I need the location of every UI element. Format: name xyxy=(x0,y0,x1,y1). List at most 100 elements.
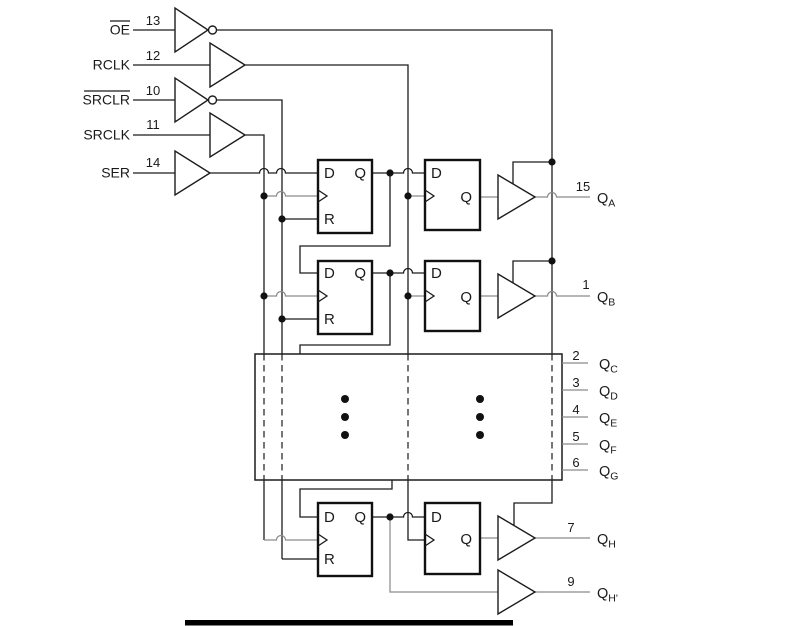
clock-chevron-icon xyxy=(424,289,436,303)
output-label-qb: QB xyxy=(597,290,615,309)
storage-ff-b: D Q xyxy=(423,259,482,333)
wire-ff8-q-to-latch8 xyxy=(372,511,425,518)
ff-d-label: D xyxy=(324,165,335,182)
ff-d-label: D xyxy=(431,509,442,526)
ellipsis-dots-right xyxy=(476,395,484,439)
pin-number-13: 13 xyxy=(146,13,160,28)
rclk-buffer-icon xyxy=(209,41,247,89)
input-label-oe: OE xyxy=(110,22,130,38)
shift-ff-h: D Q R xyxy=(316,501,374,578)
pin-number-1: 1 xyxy=(582,277,589,292)
input-label-rclk: RCLK xyxy=(93,57,131,73)
storage-ff-h-box xyxy=(423,501,482,576)
repeated-stages-box xyxy=(254,353,563,481)
wire-oe-enable-a xyxy=(512,161,552,185)
storage-ff-a-box xyxy=(423,158,482,232)
wire-rclk-rail xyxy=(245,64,409,354)
output-label-qc: QC xyxy=(599,357,618,376)
output-label-qh-prime: QH' xyxy=(597,586,618,605)
wire-output-qb xyxy=(535,290,590,297)
input-labels: OE RCLK SRCLR SRCLK SER 13 12 10 11 14 xyxy=(83,13,161,181)
srclk-buffer-icon xyxy=(209,111,247,159)
pin-number-7: 7 xyxy=(567,520,574,535)
clock-chevron-icon xyxy=(317,533,329,547)
repeated-stages xyxy=(254,353,588,518)
output-labels: 15 QA 1 QB 2 QC 3 QD 4 QE 5 QF 6 QG 7 QH… xyxy=(567,179,618,605)
wire-srclk-ff8-clock xyxy=(264,534,318,541)
shift-ff-h-box xyxy=(316,501,374,578)
pin-number-5: 5 xyxy=(572,429,579,444)
shift-ff-b: D Q R xyxy=(316,259,374,336)
ff-r-label: R xyxy=(324,211,335,228)
pin-number-14: 14 xyxy=(146,155,160,170)
output-label-qe: QE xyxy=(599,411,617,430)
wire-srclk-rail xyxy=(245,134,265,354)
clock-chevron-icon xyxy=(317,289,329,303)
pin-number-9: 9 xyxy=(567,574,574,589)
ff-d-label: D xyxy=(324,509,335,526)
ff-q-label: Q xyxy=(354,265,366,282)
pin-number-12: 12 xyxy=(146,48,160,63)
output-label-qa: QA xyxy=(597,191,615,210)
ff-q-label: Q xyxy=(460,531,472,548)
wire-oe-rail-bottom xyxy=(513,480,553,525)
clock-chevron-icon xyxy=(424,189,436,203)
stage-a-wires xyxy=(264,161,590,274)
ff-d-label: D xyxy=(431,265,442,282)
ser-buffer-icon xyxy=(174,149,212,197)
qh-tristate-buffer-icon xyxy=(497,514,537,562)
pin-number-3: 3 xyxy=(572,375,579,390)
oe-inverter-icon xyxy=(174,6,210,54)
pin-number-4: 4 xyxy=(572,402,579,417)
pin-number-2: 2 xyxy=(572,348,579,363)
pin-number-10: 10 xyxy=(146,83,160,98)
ellipsis-dots-left xyxy=(341,395,349,439)
input-label-ser: SER xyxy=(101,165,130,181)
signal-rails xyxy=(210,29,553,559)
wire-ff1-q-to-latch1 xyxy=(372,167,425,174)
wire-ff2-q-to-next-stage xyxy=(299,273,391,355)
ff-r-label: R xyxy=(324,311,335,328)
wire-box-to-ff8-d xyxy=(299,480,393,518)
clock-chevron-icon xyxy=(317,189,329,203)
bottom-rule xyxy=(185,620,513,626)
wire-srclr-rail xyxy=(216,99,283,354)
srclr-inverter-icon xyxy=(174,76,210,124)
output-buffers xyxy=(497,173,537,616)
input-label-srclr: SRCLR xyxy=(83,92,130,108)
wire-srclk-ff1-clock xyxy=(264,190,318,197)
pin-number-15: 15 xyxy=(576,179,590,194)
ff-q-label: Q xyxy=(354,165,366,182)
pin-number-11: 11 xyxy=(146,117,160,132)
ff-q-label: Q xyxy=(460,289,472,306)
qh-prime-buffer-icon xyxy=(497,568,537,616)
ff-q-label: Q xyxy=(354,509,366,526)
output-label-qf: QF xyxy=(599,438,617,457)
shift-ff-b-box xyxy=(316,259,374,336)
pin-number-6: 6 xyxy=(572,455,579,470)
storage-ff-a: D Q xyxy=(423,158,482,232)
wire-ser-to-ff1 xyxy=(210,167,318,174)
qb-tristate-buffer-icon xyxy=(497,272,537,320)
output-label-qh: QH xyxy=(597,532,616,551)
junction-dots xyxy=(260,158,556,521)
storage-ff-h: D Q xyxy=(423,501,482,576)
output-label-qd: QD xyxy=(599,384,618,403)
middle-pin-stubs xyxy=(562,362,588,471)
wire-ff1-q-to-ff2-d xyxy=(299,173,391,274)
wire-output-qa xyxy=(535,191,590,198)
qa-tristate-buffer-icon xyxy=(497,173,537,221)
clock-chevron-icon xyxy=(424,533,436,547)
ff-d-label: D xyxy=(324,265,335,282)
wire-oe-rail xyxy=(216,29,553,354)
wire-oe-enable-b xyxy=(512,260,552,284)
srclr-inverter-bubble-icon xyxy=(207,95,218,105)
ff-q-label: Q xyxy=(460,189,472,206)
input-buffers xyxy=(174,6,247,197)
shift-ff-a: D Q R xyxy=(316,158,374,235)
wire-ff8-q-to-qh-prime-buffer xyxy=(389,517,498,593)
output-label-qg: QG xyxy=(599,464,618,483)
oe-inverter-bubble-icon xyxy=(207,25,218,35)
